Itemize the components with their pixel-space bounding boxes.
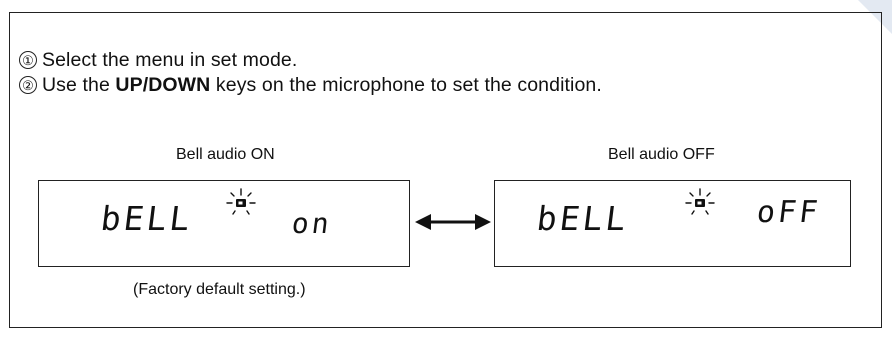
instruction-panel	[9, 12, 882, 328]
lcd-menu-text: bELL	[98, 199, 195, 238]
lcd-value-text: on	[289, 207, 334, 240]
bell-on-caption: Bell audio ON	[176, 146, 275, 163]
lcd-menu-text: bELL	[534, 199, 631, 238]
step-2-number: ②	[19, 76, 37, 94]
lcd-display-bell-on: bELL on	[38, 180, 410, 267]
step-2-text-after: keys on the microphone to set the condit…	[210, 74, 602, 96]
double-arrow-icon	[415, 214, 491, 230]
step-2: ② Use the UP/DOWN keys on the microphone …	[19, 73, 602, 97]
step-1-number: ①	[19, 51, 37, 69]
lcd-display-bell-off: bELL oFF	[494, 180, 851, 267]
step-2-keys: UP/DOWN	[115, 74, 211, 96]
page-corner	[858, 0, 892, 34]
factory-default-note: (Factory default setting.)	[133, 281, 306, 298]
bell-off-caption: Bell audio OFF	[608, 146, 715, 163]
step-1: ① Select the menu in set mode.	[19, 48, 297, 72]
blinking-indicator-icon	[226, 188, 256, 215]
step-2-text-before: Use the	[42, 74, 116, 96]
lcd-value-text: oFF	[754, 195, 823, 230]
step-1-text: Select the menu in set mode.	[42, 49, 298, 71]
blinking-indicator-icon	[685, 188, 715, 215]
